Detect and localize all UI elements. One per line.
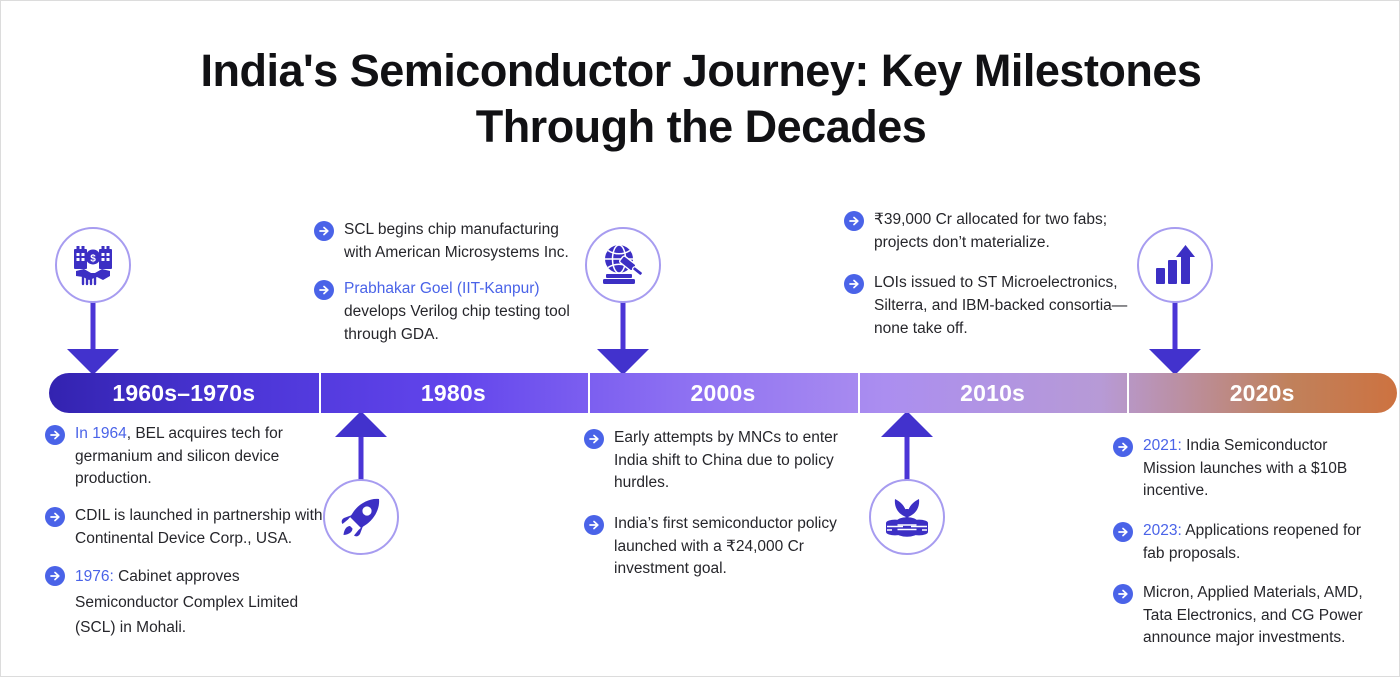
bullet-item: SCL begins chip manufacturing with Ameri…: [314, 219, 570, 264]
bullet-rest: Cabinet approves Semiconductor Complex L…: [75, 568, 299, 637]
timeline-bar: 1960s–1970s 1980s 2000s 2010s 2020s: [49, 373, 1397, 413]
bullet-item: Prabhakar Goel (IIT-Kanpur) develops Ver…: [314, 278, 570, 346]
bullet-highlight: 1976:: [75, 568, 114, 586]
arrow-circle-icon: [584, 514, 604, 535]
timeline-segment-1960s-1970s[interactable]: 1960s–1970s: [49, 373, 319, 413]
bullet-highlight: 2023:: [1143, 521, 1182, 539]
arrow-circle-icon: [45, 566, 65, 587]
coins-sprout-icon: [884, 495, 930, 539]
bullet-rest: develops Verilog chip testing tool throu…: [344, 302, 570, 343]
title-line-1: India's Semiconductor Journey: Key Miles…: [200, 45, 1202, 96]
segment-label: 1980s: [420, 379, 486, 406]
bullets-1980s: SCL begins chip manufacturing with Ameri…: [314, 219, 570, 346]
arrow-circle-icon: [844, 211, 864, 231]
timeline-segment-2000s[interactable]: 2000s: [588, 373, 858, 413]
segment-label: 2010s: [960, 379, 1026, 406]
icon-circle-2000s[interactable]: [585, 227, 661, 303]
icon-circle-1960s-1970s[interactable]: $: [55, 227, 131, 303]
bullet-text: In 1964, BEL acquires tech for germanium…: [75, 423, 335, 491]
segment-label: 1960s–1970s: [112, 379, 256, 406]
timeline-segment-1980s[interactable]: 1980s: [318, 373, 589, 413]
bullets-2010s: ₹39,000 Cr allocated for two fabs; proje…: [844, 209, 1140, 340]
bullet-text: ₹39,000 Cr allocated for two fabs; proje…: [874, 209, 1140, 254]
rocket-icon: [339, 495, 383, 539]
bullet-rest: Applications reopened for fab proposals.: [1143, 521, 1362, 562]
bullet-rest: LOIs issued to ST Microelectronics, Silt…: [874, 274, 1128, 337]
bullet-text: Early attempts by MNCs to enter India sh…: [614, 427, 862, 495]
arrow-circle-icon: [45, 425, 65, 445]
connector-stem: [620, 297, 626, 351]
icon-circle-1980s[interactable]: [323, 479, 399, 555]
connector-1980s: [323, 411, 399, 489]
bullet-text: 1976: Cabinet approves Semiconductor Com…: [75, 564, 335, 641]
arrow-circle-icon: [314, 280, 334, 301]
bullet-item: 2023: Applications reopened for fab prop…: [1113, 520, 1381, 565]
svg-text:$: $: [90, 254, 96, 265]
connector-triangle: [1149, 349, 1201, 375]
handshake-buildings-icon: $: [70, 244, 116, 286]
connector-triangle: [881, 411, 933, 437]
arrow-circle-icon: [314, 221, 334, 241]
arrow-circle-icon: [1113, 521, 1133, 542]
bullet-highlight: Prabhakar Goel (IIT-Kanpur): [344, 280, 540, 298]
connector-1960s-1970s: [55, 297, 131, 375]
page-title: India's Semiconductor Journey: Key Miles…: [1, 43, 1400, 156]
bullet-text: CDIL is launched in partnership with Con…: [75, 505, 335, 550]
icon-circle-2010s[interactable]: [869, 479, 945, 555]
arrow-circle-icon: [844, 274, 864, 295]
bullet-rest: ₹39,000 Cr allocated for two fabs; proje…: [874, 211, 1108, 251]
segment-label: 2020s: [1229, 379, 1295, 406]
bullet-rest: Micron, Applied Materials, AMD, Tata Ele…: [1143, 584, 1363, 647]
bullet-item: ₹39,000 Cr allocated for two fabs; proje…: [844, 209, 1140, 254]
segment-label: 2000s: [690, 379, 756, 406]
connector-stem: [90, 297, 96, 351]
bullet-text: LOIs issued to ST Microelectronics, Silt…: [874, 272, 1140, 340]
bullet-item: In 1964, BEL acquires tech for germanium…: [45, 423, 335, 491]
bullet-text: SCL begins chip manufacturing with Ameri…: [344, 219, 570, 264]
bullets-2020s: 2021: India Semiconductor Mission launch…: [1113, 435, 1381, 650]
arrow-circle-icon: [45, 506, 65, 527]
bullet-item: 2021: India Semiconductor Mission launch…: [1113, 435, 1381, 503]
arrow-circle-icon: [1113, 437, 1133, 457]
icon-circle-2020s[interactable]: [1137, 227, 1213, 303]
connector-2020s: [1137, 297, 1213, 375]
title-line-2: Through the Decades: [475, 101, 927, 153]
bullet-rest: Early attempts by MNCs to enter India sh…: [614, 429, 838, 492]
connector-2010s: [869, 411, 945, 489]
bullets-1960s-1970s: In 1964, BEL acquires tech for germanium…: [45, 423, 335, 641]
timeline-segment-2020s[interactable]: 2020s: [1127, 373, 1397, 413]
connector-stem: [1172, 297, 1178, 351]
bullet-highlight: 2021:: [1143, 437, 1182, 454]
connector-stem: [904, 437, 910, 489]
bullet-item: Micron, Applied Materials, AMD, Tata Ele…: [1113, 582, 1381, 650]
arrow-circle-icon: [584, 429, 604, 449]
bullets-2000s: Early attempts by MNCs to enter India sh…: [584, 427, 862, 581]
timeline-segment-2010s[interactable]: 2010s: [857, 373, 1128, 413]
bullet-rest: SCL begins chip manufacturing with Ameri…: [344, 221, 569, 261]
growth-chart-icon: [1154, 244, 1196, 286]
bullet-item: LOIs issued to ST Microelectronics, Silt…: [844, 272, 1140, 340]
connector-stem: [358, 437, 364, 489]
bullet-item: India’s first semiconductor policy launc…: [584, 513, 862, 581]
bullet-text: Micron, Applied Materials, AMD, Tata Ele…: [1143, 582, 1381, 650]
connector-triangle: [67, 349, 119, 375]
bullet-text: 2021: India Semiconductor Mission launch…: [1143, 435, 1381, 503]
arrow-circle-icon: [1113, 584, 1133, 605]
globe-gavel-icon: [600, 243, 646, 287]
bullet-text: 2023: Applications reopened for fab prop…: [1143, 520, 1381, 565]
bullet-rest: CDIL is launched in partnership with Con…: [75, 506, 323, 547]
bullet-rest: India Semiconductor Mission launches wit…: [1143, 437, 1348, 500]
bullet-rest: India’s first semiconductor policy launc…: [614, 514, 837, 578]
bullet-item: CDIL is launched in partnership with Con…: [45, 505, 335, 550]
bullet-item: Early attempts by MNCs to enter India sh…: [584, 427, 862, 495]
bullet-rest: , BEL acquires tech for germanium and si…: [75, 425, 283, 488]
bullet-text: Prabhakar Goel (IIT-Kanpur) develops Ver…: [344, 278, 570, 346]
bullet-text: India’s first semiconductor policy launc…: [614, 513, 862, 581]
connector-triangle: [335, 411, 387, 437]
connector-triangle: [597, 349, 649, 375]
bullet-item: 1976: Cabinet approves Semiconductor Com…: [45, 564, 335, 641]
connector-2000s: [585, 297, 661, 375]
bullet-highlight: In 1964: [75, 425, 127, 442]
